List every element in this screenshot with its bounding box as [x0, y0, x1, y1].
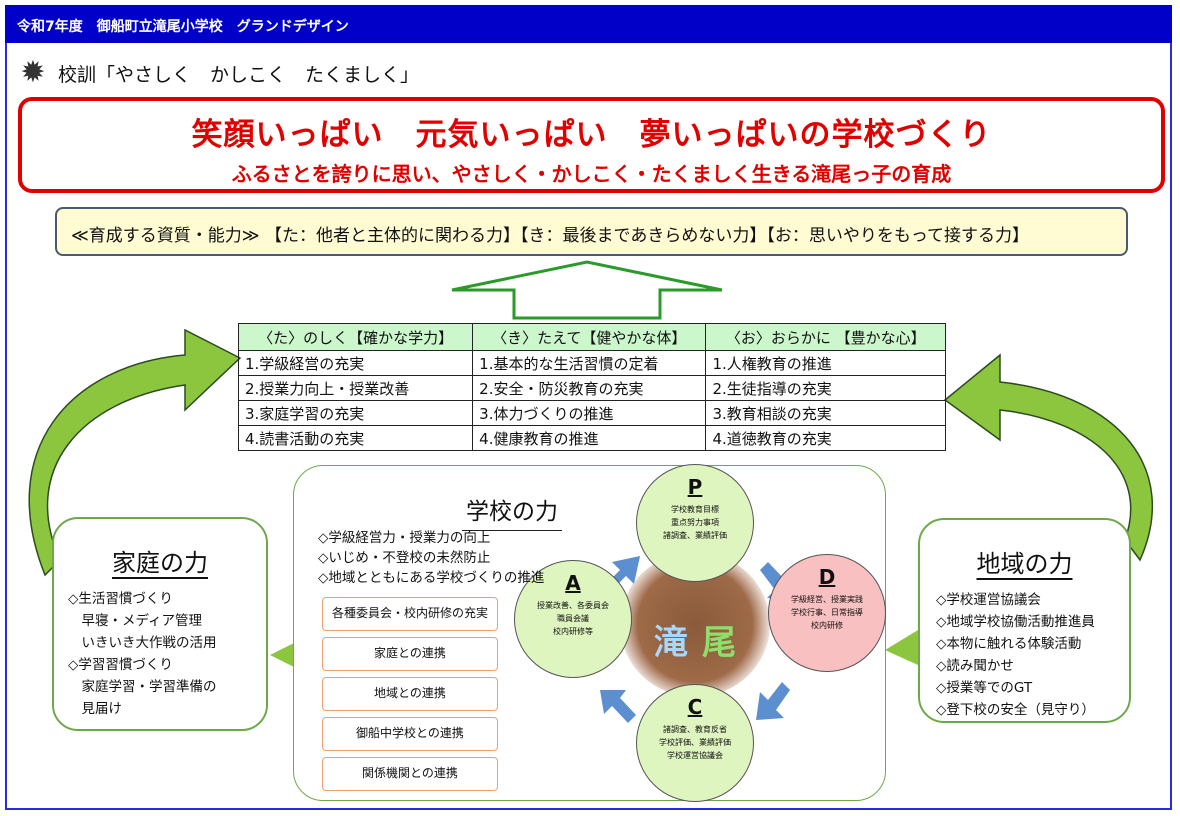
pdca-line: 職員会議 — [557, 614, 589, 623]
qualities-box: ≪育成する資質・能力≫ 【た：他者と主体的に関わる力】【き：最後まであきらめない… — [55, 207, 1128, 256]
pdca-check-circle: C 諸調査、教育反省 学校評価、業績評価 学校運営協議会 — [636, 684, 754, 802]
pdca-line: 学級経営、授業実践 — [791, 595, 863, 604]
vision-box: 笑顔いっぱい 元気いっぱい 夢いっぱいの学校づくり ふるさとを誇りに思い、やさし… — [18, 97, 1165, 193]
list-item: ◇学級経営力・授業力の向上 — [318, 530, 491, 546]
home-title: 家庭の力 — [112, 549, 208, 577]
mascot-char-taki: 滝 — [654, 623, 688, 663]
home-power-box: 家庭の力 ◇生活習慣づくり 早寝・メディア管理 いきいき大作戦の活用 ◇学習習慣… — [52, 517, 268, 731]
region-power-box: 地域の力 ◇学校運営協議会 ◇地域学校協働活動推進員 ◇本物に触れる体験活動 ◇… — [918, 518, 1131, 723]
arrow-c-to-a-icon — [600, 690, 636, 723]
vision-title: 笑顔いっぱい 元気いっぱい 夢いっぱいの学校づくり — [191, 117, 992, 153]
school-power-box: 学校の力 ◇学級経営力・授業力の向上 ◇いじめ・不登校の未然防止 ◇地域とともに… — [293, 465, 886, 801]
motto-text: 校訓「やさしく かしこく たくましく」 — [58, 63, 420, 86]
table-cell: 4.読書活動の充実 — [237, 425, 474, 451]
table-cell: 1.学級経営の充実 — [237, 350, 474, 376]
list-item: いきいき大作戦の活用 — [68, 635, 217, 651]
table-header: 〈た〉のしく【確かな学力】 — [237, 323, 474, 351]
pdca-line: 諸調査、業績評価 — [663, 531, 727, 540]
table-header: 〈き〉たえて【健やかな体】 — [472, 323, 707, 351]
table-cell: 2.授業力向上・授業改善 — [237, 375, 474, 401]
list-item: ◇登下校の安全（見守り） — [936, 702, 1095, 718]
pdca-letter: P — [687, 475, 703, 499]
list-item: ◇生活習慣づくり — [68, 591, 173, 607]
pdca-do-circle: D 学級経営、授業実践 学校行事、日常指導 校内研修 — [768, 554, 886, 672]
goals-table: 〈た〉のしく【確かな学力】 〈き〉たえて【健やかな体】 〈お〉おらかに 【豊かな… — [237, 323, 946, 451]
region-title: 地域の力 — [976, 550, 1073, 578]
table-cell: 2.生徒指導の充実 — [705, 375, 946, 401]
pdca-plan-circle: P 学校教育目標 重点努力事項 諸調査、業績評価 — [636, 464, 754, 582]
table-cell: 4.道徳教育の充実 — [705, 425, 946, 451]
list-item: 早寝・メディア管理 — [68, 613, 203, 629]
pdca-line: 諸調査、教育反省 — [663, 725, 727, 734]
list-item: 見届け — [68, 701, 122, 717]
left-cycle-arrow-icon — [28, 328, 242, 577]
list-item: ◇授業等でのGT — [936, 680, 1033, 696]
table-cell: 3.教育相談の充実 — [705, 400, 946, 426]
pdca-line: 学校行事、日常指導 — [791, 608, 863, 617]
vision-subtitle: ふるさとを誇りに思い、やさしく・かしこく・たくましく生きる滝尾っ子の育成 — [231, 162, 952, 186]
pdca-letter: C — [687, 695, 703, 719]
pdca-letter: D — [818, 565, 836, 589]
list-item: 家庭学習・学習準備の — [68, 679, 217, 695]
junior-high-cooperation-box: 御船中学校との連携 — [322, 717, 498, 751]
arrow-d-to-c-icon — [756, 682, 790, 720]
list-item: ◇いじめ・不登校の未然防止 — [318, 550, 491, 566]
pdca-line: 重点努力事項 — [671, 518, 719, 527]
right-cycle-arrow-icon — [943, 353, 1154, 562]
list-item: ◇学習習慣づくり — [68, 657, 173, 673]
list-item: ◇読み聞かせ — [936, 658, 1014, 674]
pdca-line: 学校運営協議会 — [667, 751, 723, 760]
table-cell: 3.体力づくりの推進 — [472, 400, 707, 426]
list-item: ◇地域学校協働活動推進員 — [936, 614, 1095, 630]
school-motto: ✹ 校訓「やさしく かしこく たくましく」 — [16, 56, 419, 90]
home-cooperation-box: 家庭との連携 — [322, 637, 498, 671]
table-cell: 4.健康教育の推進 — [472, 425, 707, 451]
bottom-left-arrow-icon — [270, 640, 300, 670]
pdca-line: 授業改善、各委員会 — [537, 601, 609, 610]
pdca-line: 校内研修等 — [553, 627, 593, 636]
pdca-line: 学校教育目標 — [671, 505, 719, 514]
school-emblem-icon: ✹ — [20, 55, 46, 90]
region-cooperation-box: 地域との連携 — [322, 677, 498, 711]
school-title: 学校の力 — [462, 492, 562, 531]
list-item: ◇学校運営協議会 — [936, 592, 1041, 608]
pdca-line: 学校評価、業績評価 — [659, 738, 731, 747]
bottom-right-arrow-icon — [885, 630, 918, 665]
committee-training-box: 各種委員会・校内研修の充実 — [322, 597, 498, 631]
pdca-letter: A — [565, 571, 581, 595]
agency-cooperation-box: 関係機関との連携 — [322, 757, 498, 791]
pdca-line: 校内研修 — [811, 621, 843, 630]
table-cell: 1.基本的な生活習慣の定着 — [472, 350, 707, 376]
mascot-photo: 滝 尾 — [620, 552, 770, 697]
up-arrow-icon — [451, 260, 723, 320]
list-item: ◇本物に触れる体験活動 — [936, 636, 1082, 652]
pdca-action-circle: A 授業改善、各委員会 職員会議 校内研修等 — [514, 560, 632, 678]
table-header: 〈お〉おらかに 【豊かな心】 — [705, 323, 946, 351]
list-item: ◇地域とともにある学校づくりの推進 — [318, 570, 545, 586]
header-title: 令和7年度 御船町立滝尾小学校 グランドデザイン — [5, 5, 1172, 43]
mascot-char-o: 尾 — [702, 623, 736, 663]
